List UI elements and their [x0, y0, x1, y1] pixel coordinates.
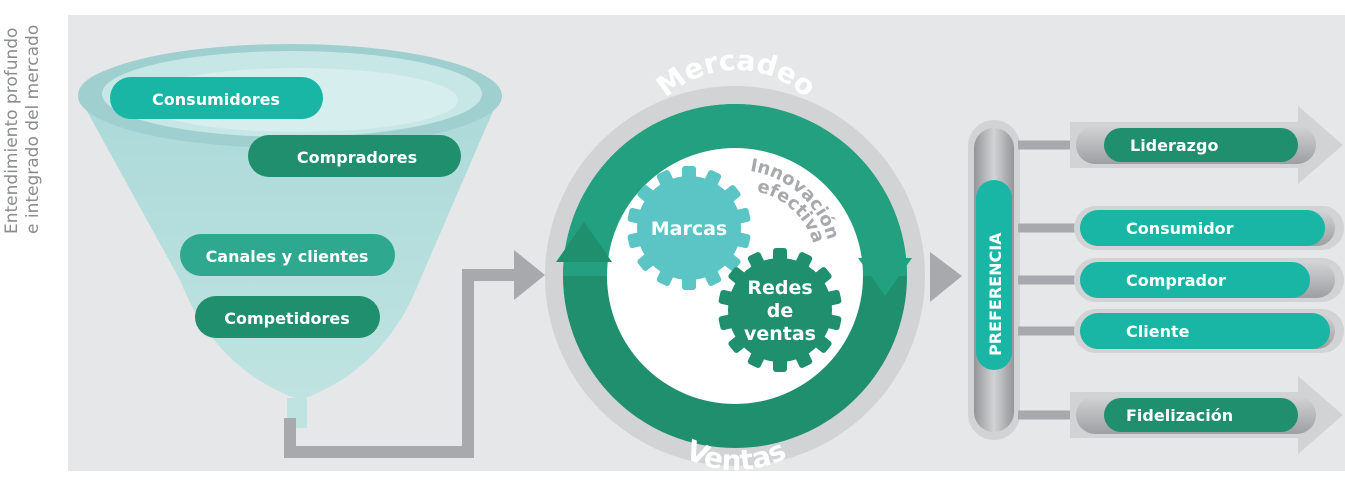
pill-compradores-label: Compradores [297, 148, 417, 167]
preference-label: PREFERENCIA [986, 232, 1005, 356]
pill-canales-label: Canales y clientes [206, 247, 369, 266]
gear-redes-line3: ventas [744, 323, 816, 345]
pill-competidores: Competidores [195, 296, 380, 338]
outcome-cliente-label: Cliente [1126, 322, 1190, 341]
cycle-arrow-left-icon [556, 222, 612, 262]
cycle: Mercadeo Ventas Innovación efectiva Marc… [545, 44, 925, 477]
gear-redes-line2: de [767, 300, 794, 322]
gear-marcas-icon [627, 166, 751, 290]
gear-redes-line1: Redes [747, 277, 812, 299]
cycle-arrow-right-icon [858, 258, 912, 296]
pill-canales: Canales y clientes [180, 234, 395, 276]
outcome-consumidor: Consumidor [1074, 206, 1344, 250]
outcome-comprador: Comprador [1074, 258, 1344, 302]
connector-arrow [284, 250, 545, 458]
outcome-fidelizacion-label: Fidelización [1126, 406, 1233, 425]
pill-competidores-label: Competidores [224, 309, 350, 328]
gear-redes-icon [718, 248, 842, 372]
outcome-liderazgo: Liderazgo [1070, 106, 1343, 184]
outcome-fidelizacion: Fidelización [1070, 376, 1343, 454]
outcome-liderazgo-label: Liderazgo [1130, 136, 1218, 155]
gear-marcas-label: Marcas [651, 218, 728, 240]
pill-consumidores: Consumidores [110, 77, 323, 119]
outcome-connectors [1018, 140, 1076, 420]
outcome-comprador-label: Comprador [1126, 271, 1226, 290]
preference-arrow-icon [930, 252, 962, 302]
outcome-consumidor-label: Consumidor [1126, 219, 1234, 238]
outcome-cliente: Cliente [1074, 309, 1344, 353]
pill-compradores: Compradores [248, 135, 461, 177]
preference-bar: PREFERENCIA [968, 120, 1020, 440]
pill-consumidores-label: Consumidores [152, 90, 280, 109]
